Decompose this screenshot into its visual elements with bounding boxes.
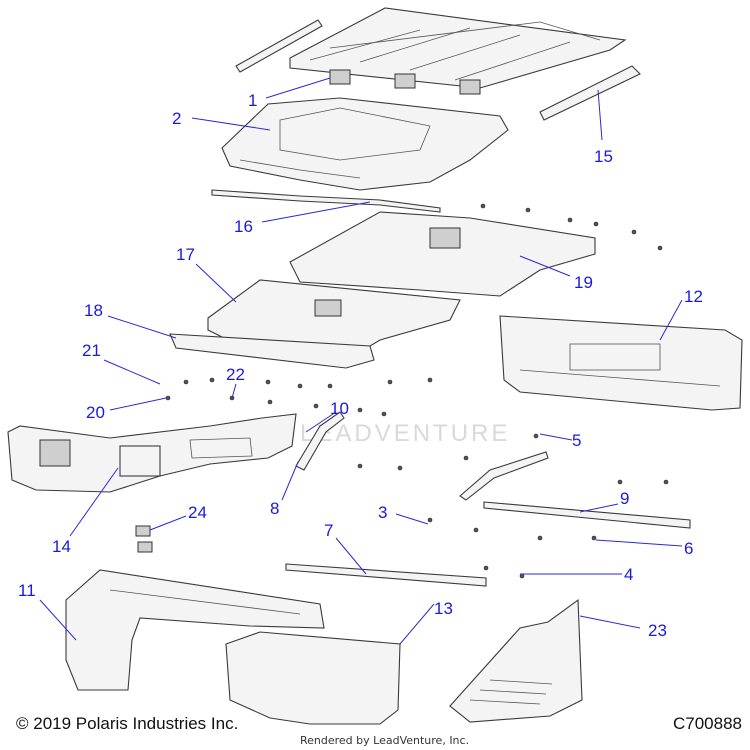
part-front-panel[interactable] — [207, 279, 461, 353]
callout-14[interactable]: 14 — [52, 537, 71, 556]
part-rear-panel[interactable] — [289, 211, 596, 297]
callout-7[interactable]: 7 — [324, 521, 333, 540]
callout-24[interactable]: 24 — [188, 503, 207, 522]
part-trim-9[interactable] — [483, 501, 691, 529]
leader-lines — [39, 77, 683, 645]
callout-2[interactable]: 2 — [172, 109, 181, 128]
part-clips[interactable] — [135, 525, 153, 553]
part-lower-side-panel[interactable] — [65, 569, 325, 691]
callout-9[interactable]: 9 — [620, 489, 629, 508]
callout-17[interactable]: 17 — [176, 245, 195, 264]
part-headliner[interactable] — [221, 97, 509, 191]
part-floor-panel[interactable] — [449, 598, 583, 723]
callout-1[interactable]: 1 — [248, 91, 257, 110]
part-roof-rail-left[interactable] — [235, 19, 323, 73]
callout-12[interactable]: 12 — [684, 287, 703, 306]
part-roof[interactable] — [289, 7, 627, 95]
callout-10[interactable]: 10 — [330, 399, 349, 418]
callout-6[interactable]: 6 — [684, 539, 693, 558]
callout-5[interactable]: 5 — [572, 431, 581, 450]
copyright-notice: © 2019 Polaris Industries Inc. — [16, 714, 239, 733]
callout-3[interactable]: 3 — [378, 503, 387, 522]
callout-19[interactable]: 19 — [574, 273, 593, 292]
drawing-id: C700888 — [672, 714, 742, 733]
part-center-panel[interactable] — [225, 631, 401, 725]
part-trim-7[interactable] — [285, 563, 487, 587]
callout-15[interactable]: 15 — [594, 147, 613, 166]
part-trim-5[interactable] — [459, 451, 549, 501]
rendered-by: Rendered by LeadVenture, Inc. — [300, 734, 470, 747]
callout-13[interactable]: 13 — [434, 599, 453, 618]
part-back-wall[interactable] — [499, 315, 743, 411]
part-trim-strip[interactable] — [211, 189, 441, 213]
part-trim-8[interactable] — [295, 411, 345, 471]
callout-11[interactable]: 11 — [18, 581, 36, 600]
callout-16[interactable]: 16 — [234, 217, 253, 236]
callout-8[interactable]: 8 — [270, 499, 279, 518]
part-front-panel-lower[interactable] — [169, 333, 375, 369]
callout-labels: 1 2 3 4 5 6 7 8 9 10 11 12 13 14 15 16 1… — [18, 91, 703, 640]
callout-18[interactable]: 18 — [84, 301, 103, 320]
fasteners — [165, 203, 669, 579]
callout-22[interactable]: 22 — [226, 365, 245, 384]
callout-20[interactable]: 20 — [86, 403, 105, 422]
callout-4[interactable]: 4 — [624, 565, 633, 584]
callout-23[interactable]: 23 — [648, 621, 667, 640]
callout-21[interactable]: 21 — [82, 341, 101, 360]
part-dashboard[interactable] — [7, 413, 297, 493]
part-roof-rail-right[interactable] — [539, 65, 641, 121]
